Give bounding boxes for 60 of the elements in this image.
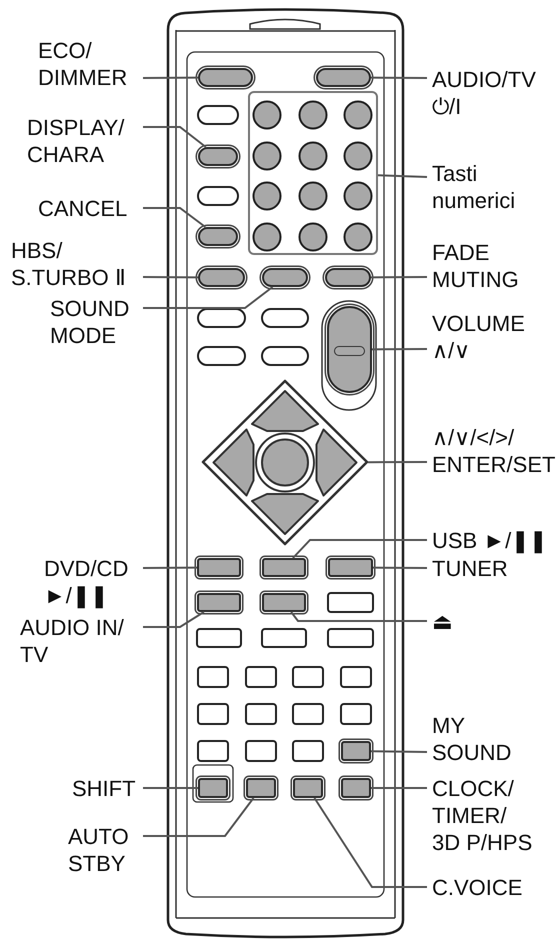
remote-key — [328, 558, 373, 577]
remote-key — [262, 268, 308, 287]
leader-line — [314, 797, 427, 888]
button-label: C.VOICE — [432, 874, 542, 901]
button-label: AUTO STBY — [68, 823, 140, 877]
leader-line — [368, 461, 427, 464]
remote-key — [316, 68, 371, 87]
button-label: FADE MUTING — [432, 239, 530, 293]
remote-key — [198, 268, 245, 287]
button-label: Tasti numerici — [432, 160, 524, 214]
button-label: AUDIO/TV ⏻/I — [432, 66, 544, 120]
button-label: ECO/ DIMMER — [38, 37, 140, 91]
remote-key — [325, 268, 371, 287]
leader-line — [372, 348, 427, 350]
remote-key — [198, 778, 228, 798]
button-label: DISPLAY/ CHARA — [27, 114, 140, 168]
leader-line — [143, 787, 198, 789]
leader-line — [143, 566, 197, 569]
button-label: TUNER — [432, 555, 532, 582]
remote-key — [197, 593, 241, 612]
leader-line — [371, 787, 427, 789]
keypad-frame — [248, 91, 378, 255]
leader-line — [290, 611, 427, 622]
leader-line — [143, 207, 206, 228]
remote-key — [246, 778, 276, 798]
remote-key — [341, 741, 371, 761]
remote-key — [262, 593, 306, 612]
remote-key — [197, 558, 241, 577]
button-label: ⏏ — [432, 608, 472, 635]
leader-line — [143, 797, 254, 837]
button-label: AUDIO IN/ TV — [20, 614, 140, 668]
volume-rocker — [327, 306, 372, 393]
leader-line — [370, 750, 428, 753]
leader-line — [373, 566, 427, 569]
remote-key — [262, 558, 306, 577]
button-label: DVD/CD ►/❚❚ — [44, 555, 140, 609]
leader-line — [143, 611, 204, 628]
leader-line — [292, 539, 427, 559]
leader-line — [143, 76, 198, 79]
button-label: HBS/ S.TURBO Ⅱ — [11, 237, 140, 291]
remote-key — [198, 68, 253, 87]
button-label: SOUND MODE — [50, 295, 140, 349]
button-label: CANCEL — [38, 195, 140, 222]
remote-key — [341, 778, 371, 798]
button-label: SHIFT — [72, 775, 140, 802]
leader-line — [371, 76, 427, 79]
leader-line — [371, 276, 427, 278]
leader-line — [378, 174, 428, 178]
button-label: VOLUME ∧/∨ — [432, 310, 532, 364]
button-label: USB ►/❚❚ — [432, 527, 558, 554]
leader-line — [143, 126, 206, 148]
remote-key — [293, 778, 323, 798]
remote-key — [198, 227, 238, 246]
button-label: MY SOUND — [432, 712, 520, 766]
remote-key — [198, 147, 238, 166]
button-label: ∧/∨/</>/ ENTER/SET — [432, 424, 558, 478]
leader-line — [143, 276, 198, 278]
direction-pad — [202, 380, 368, 545]
leader-line — [143, 286, 274, 309]
button-label: CLOCK/ TIMER/ 3D P/HPS — [432, 775, 535, 856]
